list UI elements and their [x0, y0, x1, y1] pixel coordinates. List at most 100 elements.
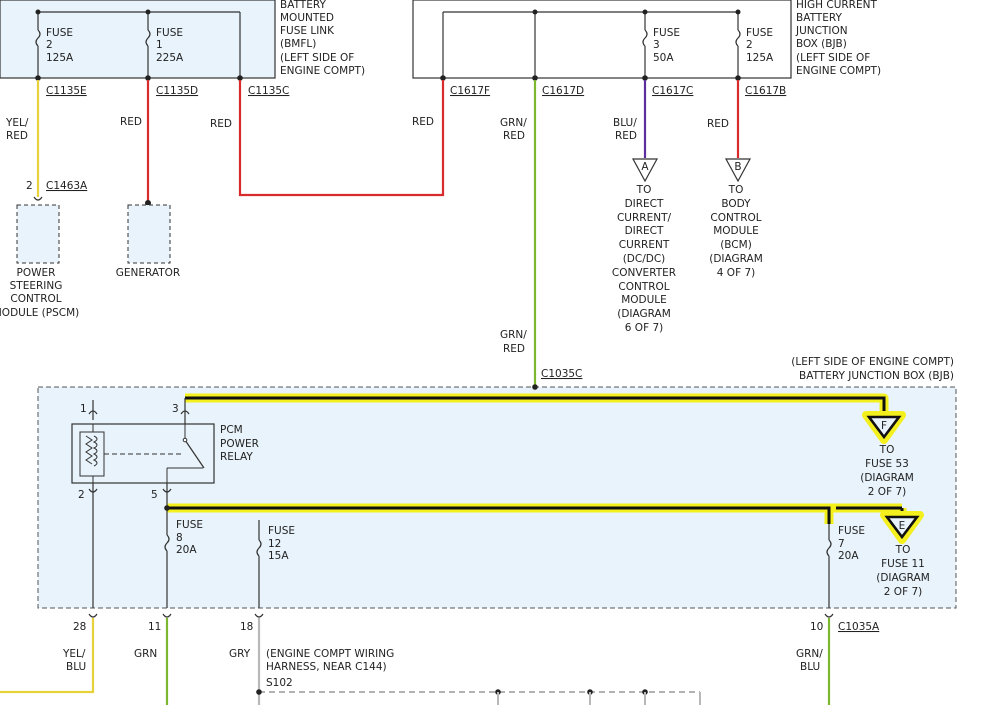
- svg-text:FUSE 53: FUSE 53: [865, 458, 909, 470]
- svg-text:(DIAGRAM: (DIAGRAM: [617, 308, 671, 320]
- svg-text:POWER: POWER: [220, 438, 259, 450]
- svg-text:HIGH CURRENT: HIGH CURRENT: [796, 0, 877, 11]
- wire-label-yel-blu: YEL/ BLU: [62, 648, 86, 673]
- svg-text:7: 7: [838, 538, 845, 550]
- svg-text:MODULE: MODULE: [621, 294, 667, 306]
- bmfl-fuse-2-label: FUSE 2 125A: [46, 27, 74, 64]
- svg-text:DIRECT: DIRECT: [625, 225, 664, 237]
- fuse-7-label: FUSE 7 20A: [838, 525, 865, 562]
- svg-text:MOUNTED: MOUNTED: [280, 12, 334, 24]
- relay-pin-1: 1: [80, 403, 87, 415]
- svg-text:STEERING: STEERING: [10, 280, 63, 292]
- splice-label: (ENGINE COMPT WIRING HARNESS, NEAR C144)…: [266, 648, 394, 689]
- svg-text:CURRENT: CURRENT: [619, 239, 670, 251]
- wire-label-grn: GRN: [134, 648, 157, 660]
- offpage-letter-e: E: [899, 520, 906, 532]
- svg-text:(LEFT SIDE OF: (LEFT SIDE OF: [280, 52, 354, 64]
- svg-text:4 OF 7): 4 OF 7): [717, 267, 755, 279]
- pin-number: 2: [26, 180, 33, 192]
- svg-text:TO: TO: [636, 184, 652, 196]
- svg-text:FUSE: FUSE: [176, 519, 203, 531]
- svg-text:ENGINE COMPT): ENGINE COMPT): [796, 65, 881, 77]
- relay-pin-3: 3: [172, 403, 179, 415]
- fuse-symbol: [145, 29, 151, 47]
- svg-text:BLU: BLU: [66, 661, 86, 673]
- connector-c1135c: C1135C: [248, 85, 289, 97]
- svg-text:8: 8: [176, 532, 183, 544]
- pcm-power-relay-label: PCM POWER RELAY: [220, 424, 259, 463]
- svg-text:RED: RED: [6, 130, 28, 142]
- svg-text:(DIAGRAM: (DIAGRAM: [876, 572, 930, 584]
- svg-text:MODULE (PSCM): MODULE (PSCM): [0, 307, 79, 319]
- bjb-bottom-box: [37, 386, 957, 609]
- svg-text:15A: 15A: [268, 550, 289, 562]
- svg-text:20A: 20A: [176, 544, 197, 556]
- svg-text:TO: TO: [879, 444, 895, 456]
- relay-pin-5: 5: [151, 489, 158, 501]
- bjb-fuse-3-label: FUSE 3 50A: [653, 27, 680, 64]
- svg-text:3: 3: [653, 39, 660, 51]
- wire-pin3-to-f: [185, 396, 886, 415]
- offpage-b-text: TO BODY CONTROL MODULE (BCM) (DIAGRAM 4 …: [709, 184, 763, 279]
- wire-yel-blu: [0, 618, 95, 694]
- svg-text:BATTERY: BATTERY: [796, 12, 842, 24]
- svg-text:TO: TO: [728, 184, 744, 196]
- svg-text:POWER: POWER: [17, 267, 56, 279]
- svg-text:RED: RED: [503, 130, 525, 142]
- svg-text:HARNESS, NEAR C144): HARNESS, NEAR C144): [266, 661, 387, 673]
- offpage-letter-b: B: [734, 161, 741, 173]
- svg-text:20A: 20A: [838, 550, 859, 562]
- bmfl-title: BATTERY MOUNTED FUSE LINK (BMFL) (LEFT S…: [280, 0, 365, 77]
- svg-text:2: 2: [46, 39, 53, 51]
- svg-text:MODULE: MODULE: [713, 225, 759, 237]
- svg-text:2: 2: [746, 39, 753, 51]
- svg-text:FUSE: FUSE: [156, 27, 183, 39]
- svg-text:YEL/: YEL/: [62, 648, 86, 660]
- pscm-label: POWER STEERING CONTROL MODULE (PSCM): [0, 267, 79, 319]
- svg-text:1: 1: [156, 39, 163, 51]
- connector-c1135d: C1135D: [156, 85, 198, 97]
- svg-text:YEL/: YEL/: [5, 117, 29, 129]
- svg-text:CONTROL: CONTROL: [10, 293, 61, 305]
- fuse-symbol: [642, 29, 648, 47]
- svg-text:GRN/: GRN/: [500, 329, 527, 341]
- fuse-8-label: FUSE 8 20A: [176, 519, 203, 556]
- offpage-letter-f: F: [881, 420, 887, 432]
- wire-pin5-to-e: [167, 506, 831, 524]
- svg-text:(DC/DC): (DC/DC): [623, 253, 666, 265]
- svg-text:S102: S102: [266, 677, 293, 689]
- svg-text:CURRENT/: CURRENT/: [617, 212, 672, 224]
- svg-text:FUSE: FUSE: [838, 525, 865, 537]
- svg-text:BLU/: BLU/: [613, 117, 637, 129]
- wire-label-blu-red: BLU/ RED: [613, 117, 637, 142]
- wire-label-gry: GRY: [229, 648, 251, 660]
- svg-text:FUSE: FUSE: [268, 525, 295, 537]
- svg-text:GRN/: GRN/: [500, 117, 527, 129]
- svg-text:CONTROL: CONTROL: [618, 281, 669, 293]
- svg-text:(ENGINE COMPT WIRING: (ENGINE COMPT WIRING: [266, 648, 394, 660]
- wire-red-loop: [238, 80, 445, 197]
- svg-text:CONTROL: CONTROL: [710, 212, 761, 224]
- svg-text:ENGINE COMPT): ENGINE COMPT): [280, 65, 365, 77]
- svg-text:FUSE 11: FUSE 11: [881, 558, 925, 570]
- svg-text:JUNCTION: JUNCTION: [795, 25, 848, 37]
- fuse-symbol: [35, 29, 41, 47]
- connector-c1617f: C1617F: [450, 85, 490, 97]
- offpage-arrow-b: [724, 158, 752, 183]
- offpage-arrow-a: [631, 158, 659, 183]
- bmfl-fuse-1-label: FUSE 1 225A: [156, 27, 184, 64]
- connector-c1035c: C1035C: [541, 368, 582, 380]
- svg-text:(BMFL): (BMFL): [280, 38, 316, 50]
- connector-c1617d: C1617D: [542, 85, 584, 97]
- svg-text:BLU: BLU: [800, 661, 820, 673]
- wire-label-grn-red-lower: GRN/ RED: [500, 329, 527, 355]
- pscm-component: [16, 204, 60, 264]
- wire-label-red: RED: [210, 118, 232, 130]
- svg-text:CONVERTER: CONVERTER: [612, 267, 676, 279]
- offpage-e-text: TO FUSE 11 (DIAGRAM 2 OF 7): [876, 544, 930, 598]
- connector-c1617c: C1617C: [652, 85, 693, 97]
- svg-text:12: 12: [268, 538, 281, 550]
- svg-text:50A: 50A: [653, 52, 674, 64]
